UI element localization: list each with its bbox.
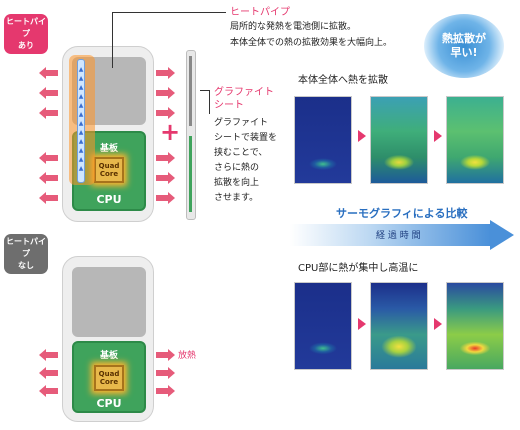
top-caption: 本体全体へ熱を拡散 xyxy=(298,75,388,86)
heat-arrow-right-icon xyxy=(156,192,175,204)
heat-arrow-left-icon xyxy=(39,87,58,99)
heat-arrow-left-icon xyxy=(39,385,58,397)
chip-line1: Quad xyxy=(98,162,120,170)
circuit-board: 基板 Quad Core CPU xyxy=(72,341,146,413)
quad-core-chip: Quad Core xyxy=(94,157,124,183)
heat-arrow-right-icon xyxy=(156,349,175,361)
graphite-desc-line: さらに熱の xyxy=(214,163,260,173)
chip-line1: Quad xyxy=(98,370,120,378)
quad-core-chip: Quad Core xyxy=(94,365,124,391)
heat-arrow-left-icon xyxy=(39,152,58,164)
graphite-desc-line: グラファイト xyxy=(214,118,269,128)
thermo-title: サーモグラフィによる比較 xyxy=(336,207,468,220)
heat-arrow-right-icon xyxy=(156,107,175,119)
bottom-caption: CPU部に熱が集中し高温に xyxy=(298,263,419,274)
graphite-sheet xyxy=(186,50,196,220)
heatpipe xyxy=(77,59,85,183)
phone-with-heatpipe: 基板 Quad Core CPU ▲▲▲▲▲▲▲▲▲▲▲▲ xyxy=(62,46,154,222)
badge-without-line2: なし xyxy=(18,261,34,270)
timeline-arrow-head-icon xyxy=(490,220,514,250)
graphite-title-line1: グラファイト xyxy=(214,87,274,98)
thermo-top-2 xyxy=(370,96,428,184)
board-label: 基板 xyxy=(99,351,118,361)
phone-without-heatpipe: 基板 Quad Core CPU xyxy=(62,256,154,422)
heat-arrow-left-icon xyxy=(39,67,58,79)
arrow-right-icon xyxy=(358,130,366,142)
arrow-right-icon xyxy=(358,318,366,330)
chip-line2: Core xyxy=(99,170,119,178)
cpu-label: CPU xyxy=(96,397,122,410)
heatpipe-title: ヒートパイプ xyxy=(230,7,290,18)
dissipation-label: 放熱 xyxy=(178,351,197,361)
graphite-desc-line: シートで装置を xyxy=(214,133,278,143)
heatpipe-desc2: 本体全体での熱の拡散効果を大幅向上。 xyxy=(230,38,393,48)
timeline-label: 経 過 時 間 xyxy=(376,231,421,241)
thermo-bottom-3 xyxy=(446,282,504,370)
heat-arrow-left-icon xyxy=(39,107,58,119)
heat-arrow-right-icon xyxy=(156,67,175,79)
graphite-sheet-green xyxy=(189,136,192,212)
graphite-title-line2: シート xyxy=(214,100,244,111)
graphite-sheet-inner xyxy=(189,56,192,126)
heat-arrow-right-icon xyxy=(156,152,175,164)
graphite-desc-line: させます。 xyxy=(214,193,259,203)
heatpipe-callout-line-h xyxy=(112,12,226,13)
heatpipe-desc1: 局所的な発熱を電池側に拡散。 xyxy=(230,22,357,32)
heatpipe-flow-icon: ▲▲▲▲▲▲▲▲▲▲▲▲ xyxy=(78,66,84,172)
badge-without-line1: ヒートパイプ xyxy=(6,237,46,258)
board-label: 基板 xyxy=(99,144,118,154)
heat-arrow-right-icon xyxy=(156,385,175,397)
heat-arrow-right-icon xyxy=(156,87,175,99)
heat-arrow-right-icon xyxy=(156,367,175,379)
fast-diffusion-bubble: 熱拡散が 早い! xyxy=(424,14,504,78)
graphite-desc: グラファイト シートで装置を 挟むことで、 さらに熱の 拡散を向上 させます。 xyxy=(214,116,277,206)
heat-arrow-left-icon xyxy=(39,367,58,379)
heat-arrow-left-icon xyxy=(39,172,58,184)
heat-arrow-left-icon xyxy=(39,192,58,204)
badge-without-heatpipe: ヒートパイプ なし xyxy=(4,234,48,274)
arrow-right-icon xyxy=(434,318,442,330)
timeline-arrow xyxy=(290,224,490,246)
bubble-line1: 熱拡散が xyxy=(442,32,486,45)
thermo-bottom-2 xyxy=(370,282,428,370)
heatpipe-callout-line xyxy=(112,12,113,68)
thermo-top-3 xyxy=(446,96,504,184)
badge-with-line1: ヒートパイプ xyxy=(6,17,46,38)
graphite-desc-line: 拡散を向上 xyxy=(214,178,260,188)
badge-with-heatpipe: ヒートパイプ あり xyxy=(4,14,48,54)
chip-line2: Core xyxy=(99,378,119,386)
graphite-desc-line: 挟むことで、 xyxy=(214,148,268,158)
graphite-callout-line-v xyxy=(209,90,210,114)
cpu-label: CPU xyxy=(96,193,122,206)
heat-arrow-right-icon xyxy=(156,172,175,184)
graphite-callout-line xyxy=(200,90,210,91)
plus-sign: + xyxy=(160,118,181,146)
graphite-title: グラファイト シート xyxy=(214,86,274,112)
phone-screen xyxy=(72,267,146,337)
bubble-line2: 早い! xyxy=(450,46,478,59)
thermo-bottom-1 xyxy=(294,282,352,370)
arrow-right-icon xyxy=(434,130,442,142)
badge-with-line2: あり xyxy=(18,41,34,50)
thermo-top-1 xyxy=(294,96,352,184)
heat-arrow-left-icon xyxy=(39,349,58,361)
